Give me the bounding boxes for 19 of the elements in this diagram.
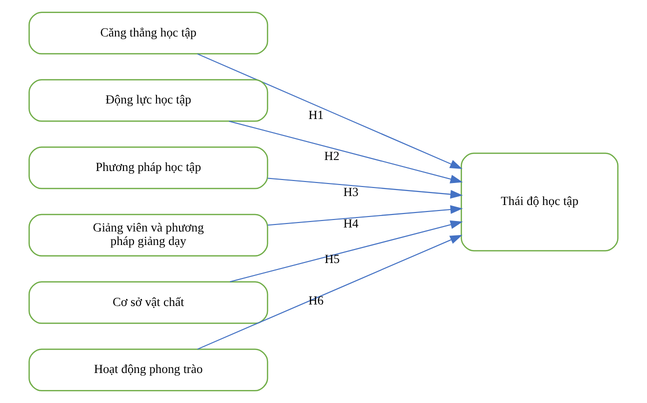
edge-label: H2 <box>324 149 340 164</box>
arrow <box>197 234 462 350</box>
node-box: Giảng viên và phương pháp giảng dạy <box>28 214 268 257</box>
arrow <box>197 53 462 169</box>
node-box: Căng thẳng học tập <box>28 12 268 54</box>
edge-label: H1 <box>308 108 324 122</box>
arrow <box>268 178 463 199</box>
arrow <box>268 205 463 226</box>
node-box: Hoạt động phong trào <box>28 348 268 392</box>
node-box: Thái độ học tập <box>460 152 618 252</box>
edge-label: H6 <box>308 293 324 308</box>
edge-label: H5 <box>324 252 340 266</box>
node-box: Phương pháp học tập <box>28 146 268 190</box>
node-box: Cơ sở vật chất <box>28 281 268 324</box>
edge-label: H4 <box>343 216 359 230</box>
arrow <box>228 120 463 184</box>
node-box: Động lực học tập <box>28 79 268 122</box>
arrow <box>230 220 463 282</box>
edge-label: H3 <box>343 185 359 200</box>
